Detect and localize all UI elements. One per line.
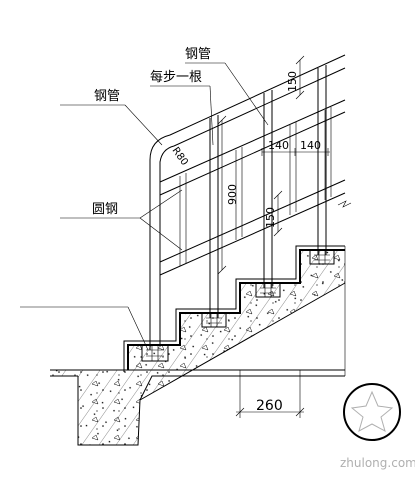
label-height-900: 900 bbox=[226, 184, 239, 205]
stair-concrete-body bbox=[50, 250, 345, 445]
label-round-steel: 圆钢 bbox=[92, 202, 118, 217]
label-dim-140-b: 140 bbox=[300, 139, 321, 152]
dimension-lines bbox=[217, 55, 330, 418]
watermark-logo: zhulong.com bbox=[340, 383, 415, 470]
inner-rails bbox=[159, 99, 346, 276]
label-radius: R80 bbox=[170, 145, 190, 167]
label-per-step: 每步一根 bbox=[150, 69, 202, 85]
label-steel-pipe-top: 钢管 bbox=[185, 47, 211, 62]
leader-lines bbox=[20, 62, 269, 351]
label-steel-pipe-left: 钢管 bbox=[94, 89, 120, 104]
steel-pipe-posts bbox=[149, 65, 327, 350]
base-plates bbox=[141, 249, 335, 362]
break-symbol bbox=[337, 200, 352, 208]
handrail bbox=[149, 54, 346, 345]
label-dim-150-mid: 150 bbox=[264, 207, 277, 228]
label-dim-150-top: 150 bbox=[286, 71, 299, 92]
watermark-text: zhulong.com bbox=[340, 456, 415, 470]
label-dim-140-a: 140 bbox=[268, 139, 289, 152]
label-step-260: 260 bbox=[256, 398, 283, 414]
round-steel-balusters bbox=[179, 107, 332, 266]
